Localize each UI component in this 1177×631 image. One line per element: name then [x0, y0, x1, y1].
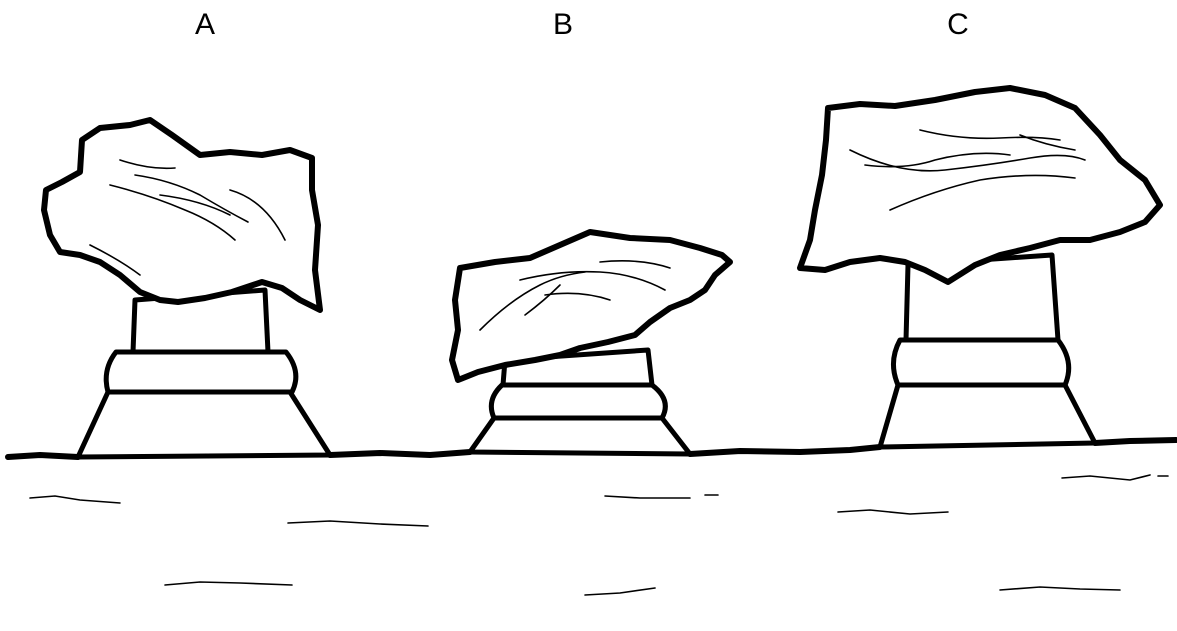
- object-c: [800, 88, 1160, 447]
- object-b-collar: [491, 385, 665, 418]
- object-c-collar: [893, 340, 1068, 385]
- object-a-collar: [106, 352, 296, 392]
- object-a: [44, 120, 330, 457]
- object-a-base: [78, 392, 330, 457]
- ground-texture: [30, 475, 1168, 595]
- object-c-base: [880, 385, 1095, 447]
- object-a-cap: [44, 120, 320, 310]
- object-b: [452, 232, 730, 454]
- object-c-cap: [800, 88, 1160, 282]
- object-b-base: [470, 418, 690, 454]
